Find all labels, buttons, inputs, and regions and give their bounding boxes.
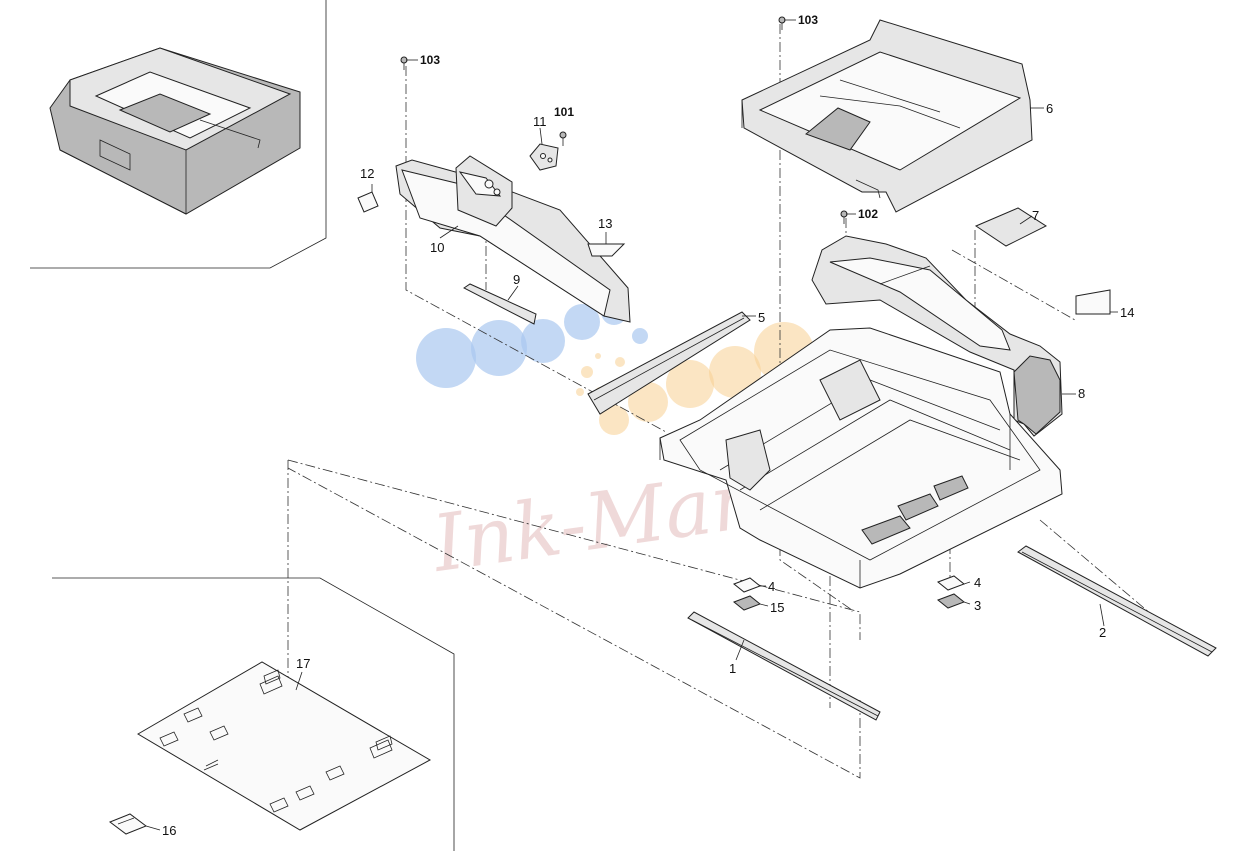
part-4-foot-right	[937, 575, 965, 591]
screw-102	[840, 210, 848, 224]
part-7-pad	[974, 207, 1048, 247]
part-17-sheet	[137, 661, 432, 831]
callout-4-right: 4	[974, 575, 981, 590]
part-16-label	[108, 813, 148, 835]
callout-7: 7	[1032, 208, 1039, 223]
watermark-dots	[416, 299, 814, 435]
callout-10: 10	[430, 240, 444, 255]
callout-3: 3	[974, 598, 981, 613]
callout-8: 8	[1078, 386, 1085, 401]
callout-4-left: 4	[768, 579, 775, 594]
part-14-sheet	[1075, 289, 1111, 315]
part-4-foot-left	[733, 577, 761, 593]
callout-103-left: 103	[420, 53, 440, 67]
callout-5: 5	[758, 310, 765, 325]
adf-overview-image	[49, 47, 301, 215]
part-13-sheet	[587, 243, 626, 257]
screw-101	[559, 131, 567, 146]
leader-lines	[145, 19, 1118, 831]
callout-labels: 103 103 101 102 11 12 10 13 9 5 6 7 14 8…	[162, 13, 1134, 838]
part-11-bracket	[529, 143, 559, 171]
overview-frame	[30, 0, 327, 269]
callout-14: 14	[1120, 305, 1134, 320]
callout-13: 13	[598, 216, 612, 231]
part-15-foot	[733, 595, 761, 611]
callout-16: 16	[162, 823, 176, 838]
part-9-plate	[463, 283, 537, 325]
callout-101: 101	[554, 105, 574, 119]
callout-9: 9	[513, 272, 520, 287]
part-1-rail	[687, 611, 881, 721]
part-6-top-cover	[741, 19, 1033, 213]
callout-6: 6	[1046, 101, 1053, 116]
part-2-rail	[1017, 545, 1217, 657]
callout-15: 15	[770, 600, 784, 615]
callout-11: 11	[533, 114, 547, 129]
bottom-frame	[52, 577, 455, 851]
part-5-rail	[587, 311, 751, 415]
callout-1: 1	[729, 661, 736, 676]
part-3-foot	[937, 593, 965, 609]
callout-17: 17	[296, 656, 310, 671]
callout-2: 2	[1099, 625, 1106, 640]
screw-103-left	[400, 56, 408, 70]
part-10-front-guide	[395, 155, 631, 323]
callout-103-right: 103	[798, 13, 818, 27]
main-frame	[659, 327, 1063, 589]
callout-12: 12	[360, 166, 374, 181]
part-12-label	[357, 191, 379, 213]
alignment-lines	[287, 24, 1171, 779]
callout-102: 102	[858, 207, 878, 221]
part-8-right-cover	[811, 235, 1063, 437]
